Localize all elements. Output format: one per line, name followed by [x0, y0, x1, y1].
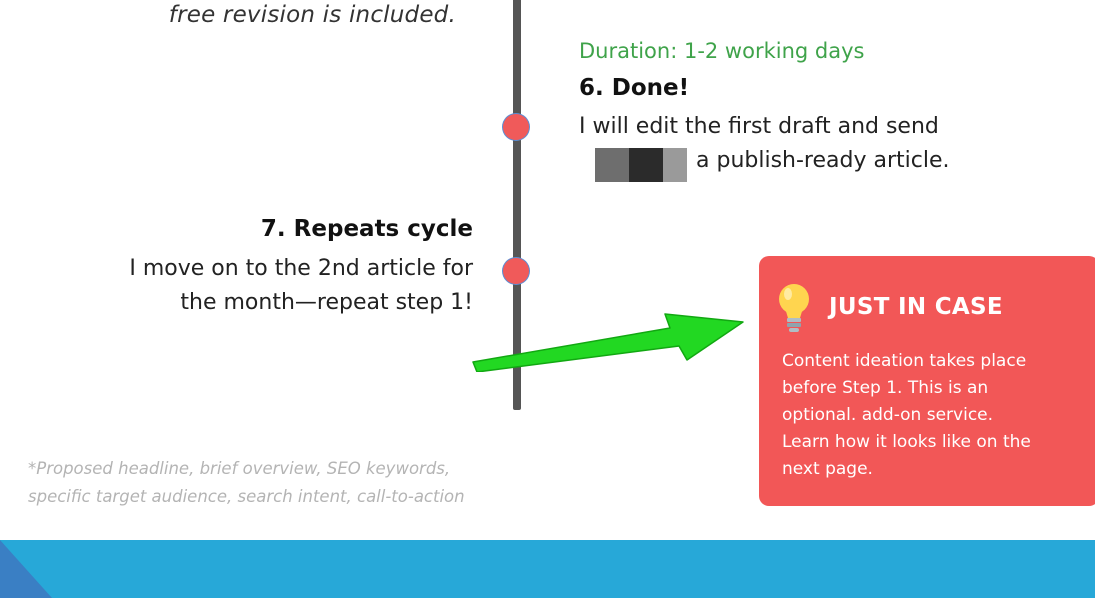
callout-line: before Step 1. This is an	[782, 378, 989, 398]
timeline-line	[513, 0, 521, 410]
step7-body: I move on to the 2nd article for the mon…	[129, 252, 473, 320]
redacted-block	[595, 148, 687, 182]
footnote: *Proposed headline, brief overview, SEO …	[28, 455, 465, 511]
green-arrow-icon	[472, 313, 744, 372]
callout-line: Content ideation takes place	[782, 351, 1027, 371]
step6-body-line1: I will edit the first draft and send	[579, 114, 939, 139]
just-in-case-callout	[759, 256, 1095, 506]
timeline-dot-step6	[503, 114, 529, 140]
step6-title: 6. Done!	[579, 75, 690, 101]
lightbulb-icon	[779, 284, 809, 332]
footer-band	[0, 540, 1095, 598]
step7-body-line1: I move on to the 2nd article for	[129, 256, 473, 281]
footnote-line2: specific target audience, search intent,…	[28, 487, 465, 506]
callout-line: next page.	[782, 459, 873, 479]
callout-title: JUST IN CASE	[829, 294, 1003, 320]
step6-duration: Duration: 1-2 working days	[579, 39, 865, 63]
previous-step-text: free revision is included.	[168, 2, 456, 28]
step7-body-line2: the month—repeat step 1!	[180, 290, 473, 315]
callout-line: optional. add-on service.	[782, 405, 994, 425]
step6-body-line2: a publish-ready article.	[696, 148, 950, 173]
callout-line: Learn how it looks like on the	[782, 432, 1031, 452]
footer-corner-shape	[0, 540, 52, 598]
timeline-dot-step7	[503, 258, 529, 284]
footnote-line1: *Proposed headline, brief overview, SEO …	[28, 459, 451, 478]
step7-title: 7. Repeats cycle	[260, 216, 473, 242]
callout-body: Content ideation takes place before Step…	[782, 348, 1031, 483]
